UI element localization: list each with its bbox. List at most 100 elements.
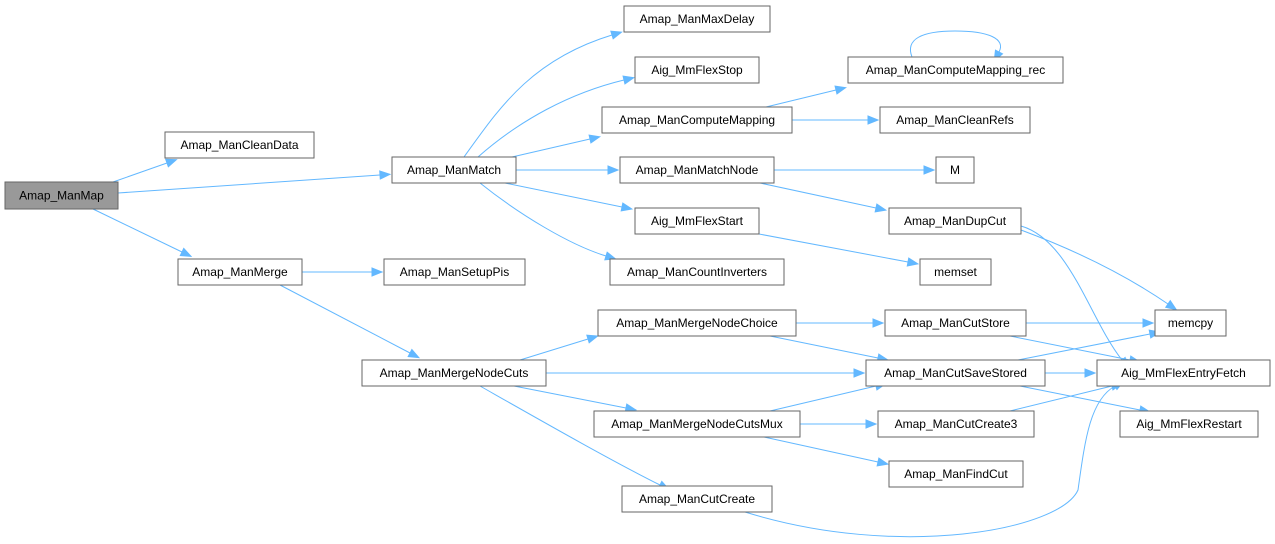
edge-n18-to-n23 (763, 436, 890, 467)
node-amap-manmap[interactable]: Amap_ManMap (4, 181, 119, 210)
node-label: Aig_MmFlexStart (651, 214, 744, 228)
node-label: Amap_ManCleanRefs (896, 113, 1013, 127)
arrowhead (179, 247, 193, 257)
edge-n6-to-n12 (765, 85, 848, 108)
node-amap-manmergenodechoice[interactable]: Amap_ManMergeNodeChoice (597, 309, 797, 337)
node-amap-manmergenodecuts[interactable]: Amap_ManMergeNodeCuts (361, 359, 547, 387)
node-box (601, 106, 793, 134)
edge-n21-to-n24 (1017, 329, 1162, 361)
arrowhead (1142, 318, 1155, 328)
node-box (884, 309, 1027, 337)
arrowhead (865, 419, 878, 429)
node-amap-manmatchnode[interactable]: Amap_ManMatchNode (619, 156, 775, 184)
node-aig-mmflexstart[interactable]: Aig_MmFlexStart (634, 207, 760, 235)
edge-n3-to-n10 (302, 267, 384, 277)
node-amap-manmergenodecutsmux[interactable]: Amap_ManMergeNodeCutsMux (593, 410, 801, 438)
node-box (888, 460, 1024, 488)
edge-line (504, 182, 623, 208)
edge-n21-to-n25 (1045, 368, 1097, 378)
edge-n2-to-n5 (477, 75, 636, 158)
arrowhead (853, 368, 866, 378)
node-label: Amap_ManCountInverters (627, 265, 767, 279)
edge-line (463, 34, 613, 158)
edge-line (744, 385, 1116, 538)
node-label: Amap_ManSetupPis (400, 265, 509, 279)
node-amap-mancleanrefs[interactable]: Amap_ManCleanRefs (879, 106, 1031, 134)
node-label: Amap_ManCutStore (901, 316, 1010, 330)
edge-n7-to-n15 (759, 182, 888, 213)
arrowhead (586, 334, 599, 344)
edge-line (92, 208, 183, 253)
node-label: Amap_ManMergeNodeCuts (380, 366, 529, 380)
edge-n0-to-n3 (92, 208, 193, 257)
edge-n7-to-n14 (774, 165, 936, 175)
node-amap-manmerge[interactable]: Amap_ManMerge (177, 258, 303, 286)
node-label: Amap_ManCutCreate (639, 492, 755, 506)
node-label: Amap_ManDupCut (904, 214, 1007, 228)
node-label: Amap_ManComputeMapping_rec (866, 63, 1045, 77)
node-amap-mancutsavestored[interactable]: Amap_ManCutSaveStored (865, 359, 1046, 387)
edge-line (763, 436, 879, 463)
edge-line (477, 79, 625, 158)
node-amap-mandupcut[interactable]: Amap_ManDupCut (888, 207, 1022, 235)
node-box (877, 410, 1035, 438)
node-amap-mancomputemapping-rec[interactable]: Amap_ManComputeMapping_rec (847, 56, 1064, 84)
node-amap-manmatch[interactable]: Amap_ManMatch (391, 156, 517, 184)
arrowhead (1084, 368, 1097, 378)
node-m[interactable]: M (935, 156, 975, 184)
node-label: Aig_MmFlexEntryFetch (1121, 366, 1246, 380)
edge-n15-to-n24 (1020, 229, 1178, 311)
node-box (4, 181, 119, 210)
edge-line (759, 182, 877, 209)
edge-n0-to-n1 (112, 158, 178, 183)
node-label: Amap_ManMatchNode (636, 163, 759, 177)
edge-n12-to-n12 (910, 30, 1004, 62)
node-label: Amap_ManFindCut (904, 467, 1008, 481)
node-amap-mancutstore[interactable]: Amap_ManCutStore (884, 309, 1027, 337)
arrowhead (923, 165, 936, 175)
node-amap-manfindcut[interactable]: Amap_ManFindCut (888, 460, 1024, 488)
arrowhead (872, 318, 885, 328)
node-amap-mancountinverters[interactable]: Amap_ManCountInverters (609, 258, 785, 286)
arrowhead (610, 30, 623, 40)
node-box (634, 56, 760, 84)
node-amap-mancleandata[interactable]: Amap_ManCleanData (164, 131, 315, 159)
edge-line (511, 138, 591, 158)
node-aig-mmflexstop[interactable]: Aig_MmFlexStop (634, 56, 760, 84)
node-box (621, 485, 773, 513)
edge-n2-to-n6 (511, 134, 602, 158)
node-label: memset (934, 265, 977, 279)
node-aig-mmflexentryfetch[interactable]: Aig_MmFlexEntryFetch (1096, 359, 1271, 387)
node-box (847, 56, 1064, 84)
node-aig-mmflexrestart[interactable]: Aig_MmFlexRestart (1119, 410, 1259, 438)
edge-line (1020, 229, 1169, 305)
edge-line (1017, 333, 1151, 361)
node-label: memcpy (1168, 316, 1213, 330)
node-amap-manmaxdelay[interactable]: Amap_ManMaxDelay (623, 5, 771, 33)
node-box (888, 207, 1022, 235)
node-amap-mansetuppis[interactable]: Amap_ManSetupPis (383, 258, 526, 286)
node-label: Amap_ManCutCreate3 (895, 417, 1018, 431)
arrowhead (164, 158, 178, 168)
edge-line (1020, 225, 1123, 361)
arrowhead (407, 348, 421, 359)
node-memcpy[interactable]: memcpy (1154, 309, 1227, 337)
node-amap-mancomputemapping[interactable]: Amap_ManComputeMapping (601, 106, 793, 134)
node-amap-mancutcreate[interactable]: Amap_ManCutCreate (621, 485, 773, 513)
node-amap-mancutcreate3[interactable]: Amap_ManCutCreate3 (877, 410, 1035, 438)
node-box (935, 156, 975, 184)
node-memset[interactable]: memset (919, 258, 992, 286)
edge-line (112, 162, 168, 183)
node-label: Amap_ManMaxDelay (640, 12, 755, 26)
node-label: Amap_ManComputeMapping (619, 113, 775, 127)
arrowhead (906, 257, 920, 267)
node-box (609, 258, 785, 286)
edge-line (519, 338, 589, 361)
edge-n20-to-n24 (1026, 318, 1155, 328)
node-box (383, 258, 526, 286)
node-box (879, 106, 1031, 134)
node-box (623, 5, 771, 33)
edge-line (910, 30, 1001, 58)
edge-n2-to-n4 (463, 30, 623, 158)
